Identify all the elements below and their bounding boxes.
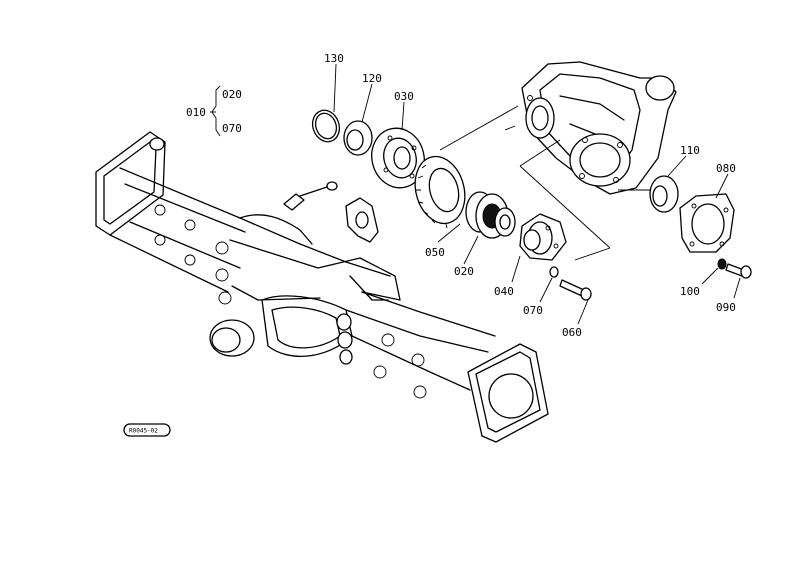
callout-120: 120 [362, 72, 382, 85]
part-060-bolt [559, 279, 592, 301]
leader-lines [210, 63, 741, 325]
part-130-o-ring [311, 109, 341, 143]
callout-030: 030 [394, 90, 414, 103]
part-120-bearing [343, 120, 373, 156]
part-110-bearing [649, 175, 679, 213]
part-100-washer [717, 258, 727, 270]
part-080-cover [679, 193, 735, 253]
part-090-bolt [725, 263, 752, 279]
callout-060: 060 [562, 326, 582, 339]
callout-080: 080 [716, 162, 736, 175]
callout-110: 110 [680, 144, 700, 157]
callout-130: 130 [324, 52, 344, 65]
callout-070: 070 [523, 304, 543, 317]
part-070-washer [549, 266, 559, 278]
callout-050: 050 [425, 246, 445, 259]
assembly-guide-lines [439, 105, 650, 261]
callout-040: 040 [494, 285, 514, 298]
ring-gear [414, 155, 466, 229]
callout-100: 100 [680, 285, 700, 298]
part-040-diff-case [519, 213, 567, 261]
callout-070-range-end: 070 [222, 122, 242, 135]
callout-020-range-start: 020 [222, 88, 242, 101]
part-020-clutch [465, 191, 516, 239]
callout-020: 020 [454, 265, 474, 278]
carrier-housing [504, 61, 677, 195]
part-030-flange [371, 127, 425, 189]
callout-090: 090 [716, 301, 736, 314]
axle-housing [95, 131, 549, 443]
callout-010: 010 [186, 106, 206, 119]
figure-code-badge: R0045-02 [123, 423, 171, 437]
bearing-cap [283, 181, 379, 243]
figure-code: R0045-02 [129, 428, 158, 435]
